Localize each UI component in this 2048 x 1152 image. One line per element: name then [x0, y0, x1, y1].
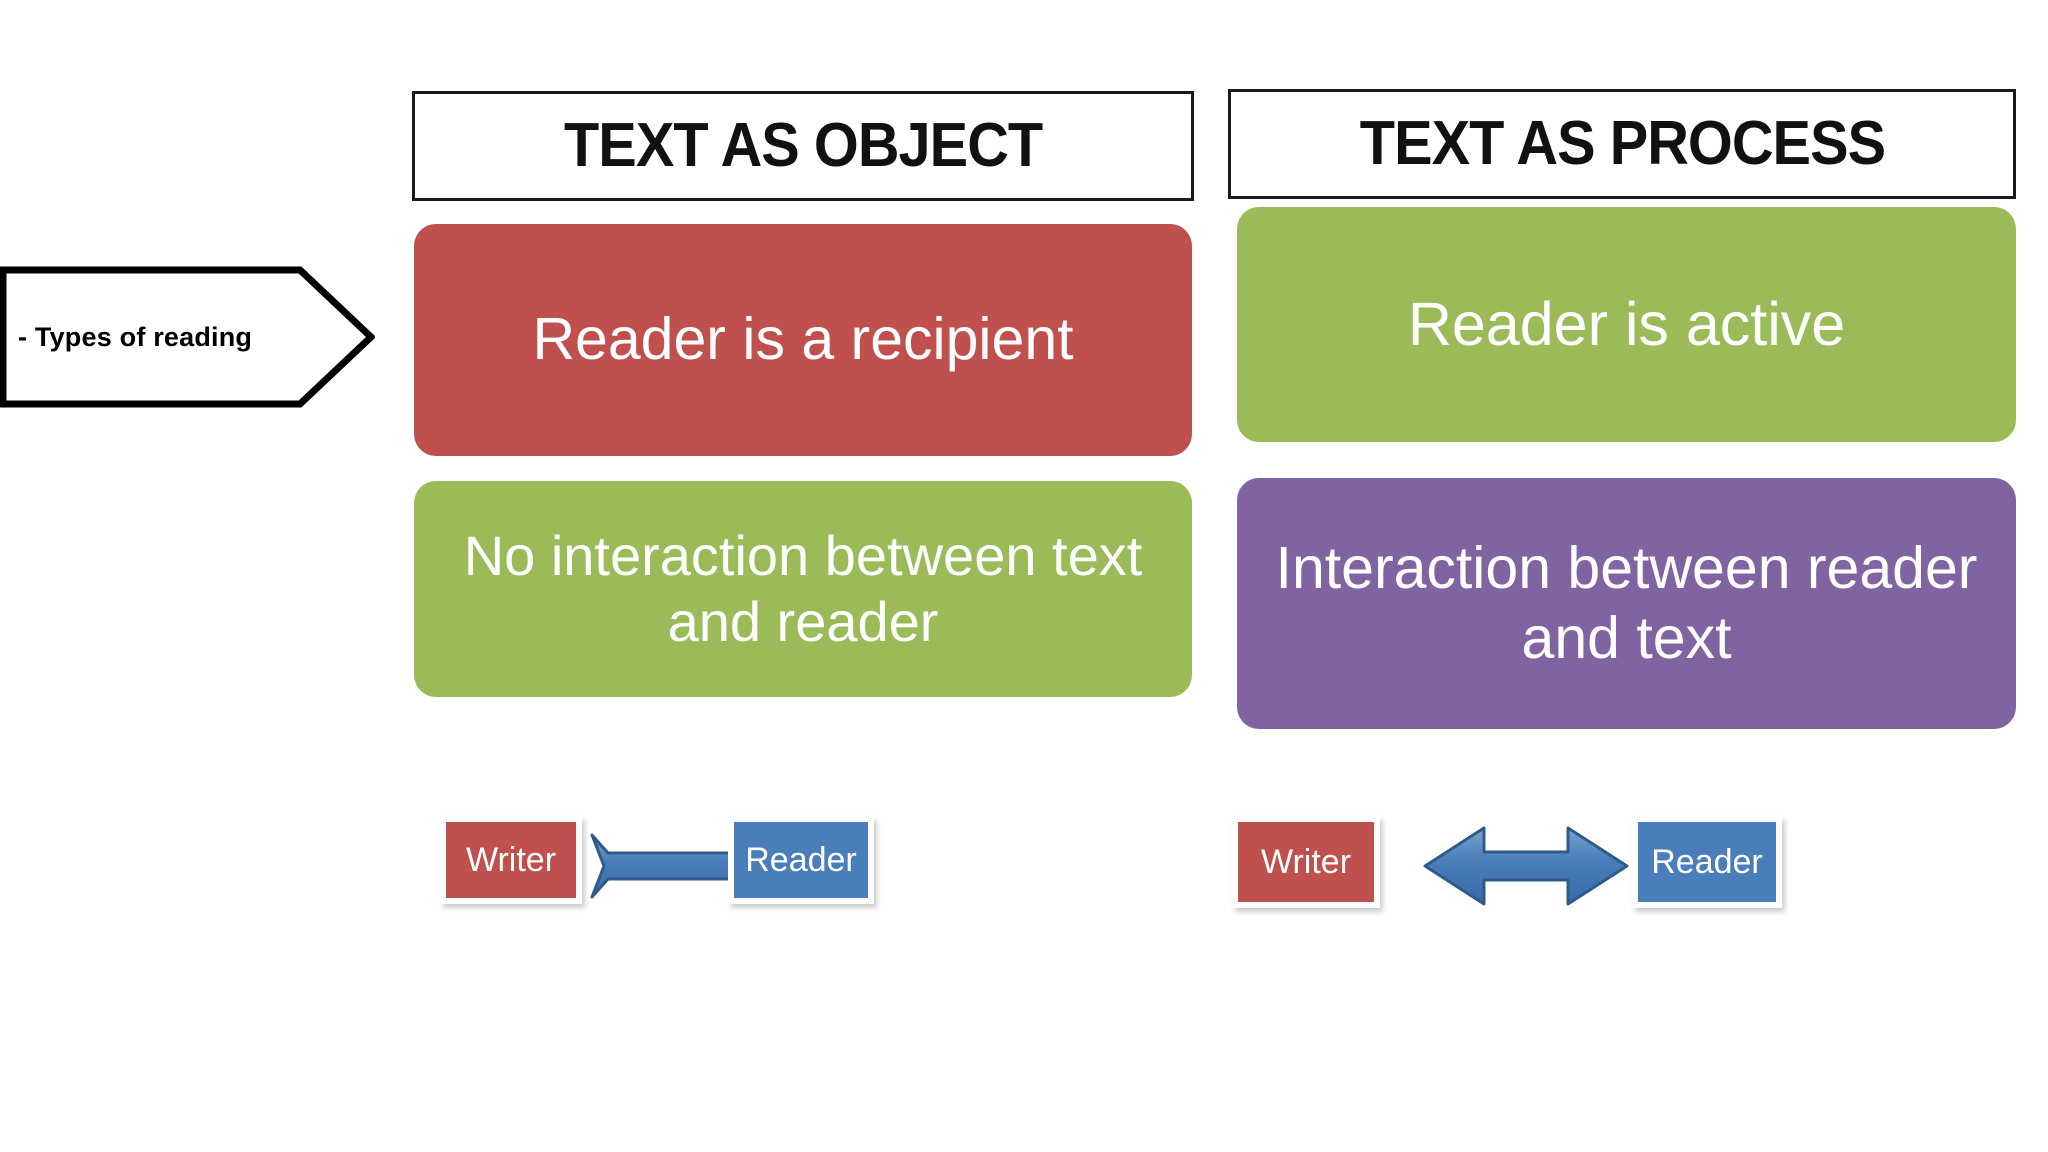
statement-card-reader-is-a-recipient: Reader is a recipient — [414, 224, 1192, 456]
column-header-text-as-process: TEXT AS PROCESS — [1228, 89, 2016, 199]
flow-node-writer: Writer — [1232, 816, 1380, 908]
statement-card-label: Reader is a recipient — [532, 306, 1074, 373]
flow-diagram-text-as-process: Writer Reader — [1232, 806, 2020, 926]
column-header-label: TEXT AS PROCESS — [1359, 109, 1885, 178]
callout-label: - Types of reading — [18, 321, 253, 352]
flow-node-reader: Reader — [1632, 816, 1782, 908]
flow-node-writer-label: Writer — [446, 822, 576, 898]
pentagon-arrow-icon — [0, 266, 375, 408]
column-header-label: TEXT AS OBJECT — [563, 111, 1043, 180]
flow-node-reader-label: Reader — [1638, 822, 1776, 902]
flow-node-reader: Reader — [728, 816, 874, 904]
statement-card-label: Interaction between reader and text — [1275, 534, 1978, 671]
statement-card-label: No interaction between text and reader — [463, 523, 1143, 653]
statement-card-no-interaction: No interaction between text and reader — [414, 481, 1192, 697]
flow-diagram-text-as-object: Writer Reader — [440, 806, 1160, 926]
types-of-reading-callout: - Types of reading — [0, 266, 375, 408]
flow-node-writer-label: Writer — [1238, 822, 1374, 902]
flow-node-reader-label: Reader — [734, 822, 868, 898]
double-headed-arrow-icon — [1422, 806, 1630, 926]
statement-card-label: Reader is active — [1407, 289, 1846, 358]
statement-card-interaction: Interaction between reader and text — [1237, 478, 2016, 729]
statement-card-reader-is-active: Reader is active — [1237, 207, 2016, 442]
flow-node-writer: Writer — [440, 816, 582, 904]
column-header-text-as-object: TEXT AS OBJECT — [412, 91, 1194, 201]
